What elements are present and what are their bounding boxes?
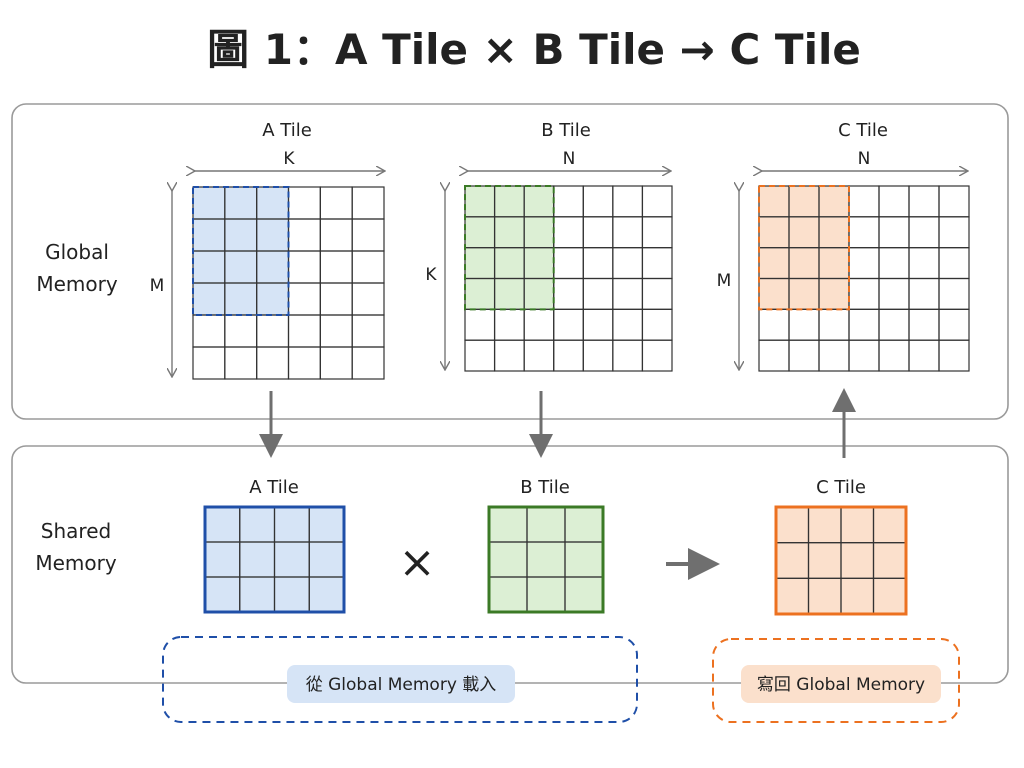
multiply-symbol: × bbox=[399, 537, 436, 588]
global-matrix-a-title: A Tile bbox=[262, 120, 312, 141]
global-matrix-c-title: C Tile bbox=[838, 120, 888, 141]
global-matrix-c-grid bbox=[758, 185, 970, 372]
writeback-legend-text: 寫回 Global Memory bbox=[757, 675, 925, 695]
global-matrix-b: B Tile N K bbox=[425, 120, 673, 372]
global-matrix-c-top-dim: N bbox=[858, 149, 871, 169]
global-matrix-a-side-dim: M bbox=[150, 276, 165, 296]
shared-tile-c-title: C Tile bbox=[816, 477, 866, 498]
tile-outline bbox=[192, 186, 290, 316]
writeback-legend-pill bbox=[741, 665, 941, 703]
global-matrix-b-top-dim: N bbox=[563, 149, 576, 169]
shared-memory-label-line1: Shared bbox=[41, 519, 111, 543]
global-memory-label-line1: Global bbox=[45, 240, 109, 264]
grid-cell bbox=[641, 339, 673, 372]
shared-tile-b-grid bbox=[487, 505, 605, 614]
tile-border bbox=[203, 505, 346, 614]
global-matrix-c: C Tile N M bbox=[717, 120, 970, 372]
shared-memory-label-line2: Memory bbox=[35, 551, 117, 575]
shared-tile-a-title: A Tile bbox=[249, 477, 299, 498]
load-legend-box bbox=[162, 636, 638, 723]
load-legend-pill bbox=[287, 665, 515, 703]
global-matrix-a-grid bbox=[192, 186, 385, 380]
tile-outline bbox=[758, 185, 850, 311]
global-matrix-c-side-dim: M bbox=[717, 271, 732, 291]
tile-outline bbox=[464, 185, 555, 311]
grid-cell bbox=[351, 346, 385, 380]
figure-title: 圖 1：A Tile × B Tile → C Tile bbox=[207, 25, 861, 74]
global-matrix-b-side-dim: K bbox=[425, 265, 437, 285]
shared-tile-c-grid bbox=[774, 505, 908, 616]
global-matrix-a-top-dim: K bbox=[283, 149, 295, 169]
tile-border bbox=[487, 505, 605, 614]
load-legend-text: 從 Global Memory 載入 bbox=[306, 675, 497, 695]
global-memory-label-line2: Memory bbox=[36, 272, 118, 296]
global-matrix-b-grid bbox=[464, 185, 673, 372]
tile-border bbox=[774, 505, 908, 616]
global-matrix-a: A Tile K M bbox=[150, 120, 385, 380]
grid-cell bbox=[938, 339, 970, 372]
shared-tile-b-title: B Tile bbox=[520, 477, 570, 498]
tile-fill bbox=[489, 507, 603, 612]
global-matrix-b-title: B Tile bbox=[541, 120, 591, 141]
shared-tile-a-grid bbox=[203, 505, 346, 614]
writeback-legend-box bbox=[712, 638, 960, 723]
